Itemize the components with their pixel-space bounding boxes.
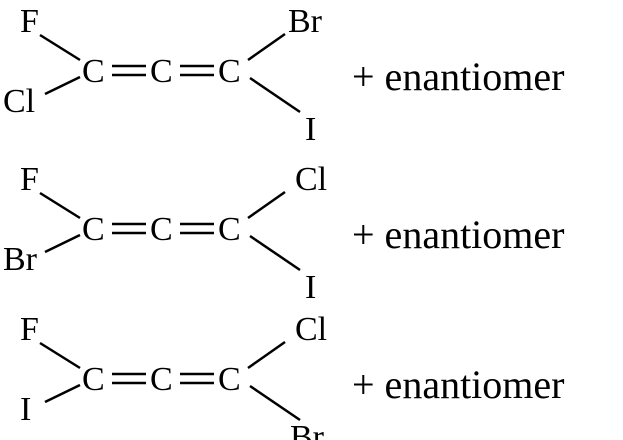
single-bond <box>247 340 286 370</box>
atom-bottom_left: I <box>20 391 31 428</box>
atom-c1: C <box>82 211 105 248</box>
atom-top_right: Cl <box>295 311 327 348</box>
single-bond <box>249 384 301 422</box>
single-bond <box>39 33 81 62</box>
atom-top_right: Br <box>288 3 323 40</box>
atom-bottom_left: Br <box>3 241 38 278</box>
atom-suffix: + enantiomer <box>352 54 564 99</box>
single-bond <box>44 233 81 254</box>
single-bond <box>39 341 81 370</box>
atom-c2: C <box>150 211 173 248</box>
single-bond <box>39 191 81 220</box>
atom-top_left: F <box>20 3 39 40</box>
atom-c1: C <box>82 361 105 398</box>
atom-bottom_left: Cl <box>3 83 35 120</box>
atom-top_right: Cl <box>295 161 327 198</box>
atom-suffix: + enantiomer <box>352 362 564 407</box>
atom-c3: C <box>218 211 241 248</box>
atom-top_left: F <box>20 161 39 198</box>
molecule-row-1: F Cl C C C BrI + enantiomer <box>3 3 564 148</box>
atom-c3: C <box>218 361 241 398</box>
single-bond <box>44 75 81 96</box>
molecule-row-2: F Br C C C ClI + enantiomer <box>3 161 564 306</box>
atom-c2: C <box>150 53 173 90</box>
single-bond <box>249 76 301 114</box>
single-bond <box>247 190 286 220</box>
atom-c1: C <box>82 53 105 90</box>
atom-bottom_right: I <box>305 111 316 148</box>
atom-c2: C <box>150 361 173 398</box>
atom-bottom_right: I <box>305 269 316 306</box>
single-bond <box>249 234 301 272</box>
single-bond <box>247 32 286 62</box>
single-bond <box>44 383 81 404</box>
atom-c3: C <box>218 53 241 90</box>
atom-top_left: F <box>20 311 39 348</box>
atom-bottom_right: Br <box>290 419 325 440</box>
atom-suffix: + enantiomer <box>352 212 564 257</box>
